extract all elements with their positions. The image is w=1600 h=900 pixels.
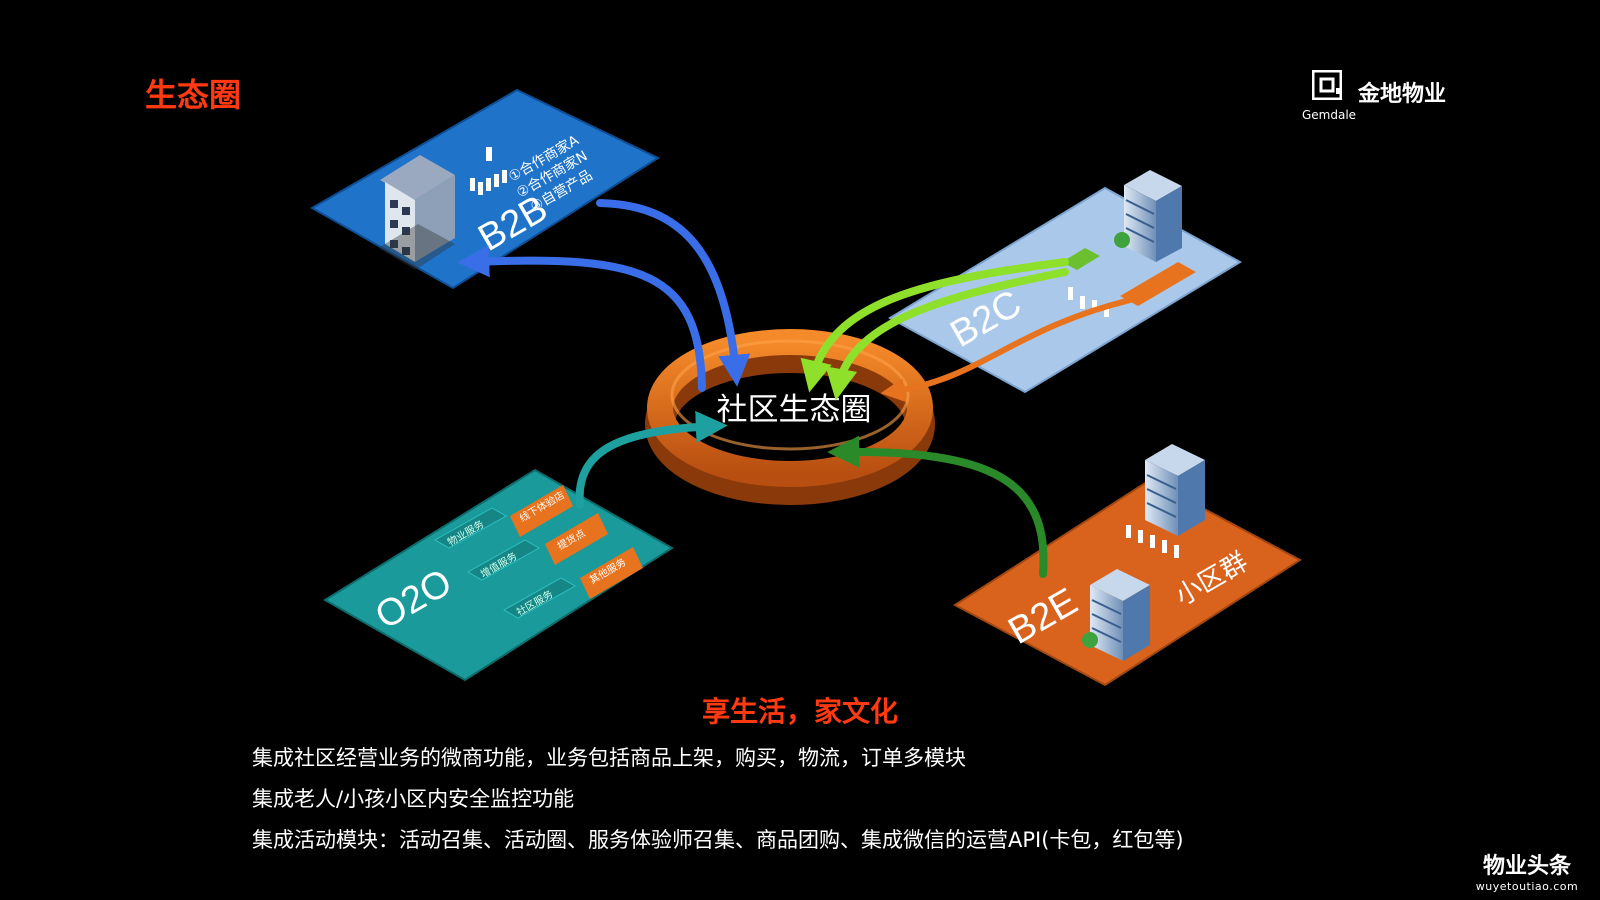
arrow-b2b-to-ring (596, 199, 751, 387)
b2e-platform: B2E 小区群 (953, 444, 1302, 687)
watermark: 物业头条 wuyetoutiao.com (1462, 848, 1592, 893)
feature-line-3: 集成活动模块：活动召集、活动圈、服务体验师召集、商品团购、集成微信的运营API(… (252, 828, 1184, 852)
arrow-b2e-to-ring (827, 435, 1048, 578)
office-building-icon-2 (1145, 444, 1205, 536)
office-building-icon (1114, 170, 1182, 262)
arrow-b2c-to-ring-1 (800, 258, 1069, 393)
gemdale-logo-icon (1312, 70, 1342, 100)
office-building-icon-3 (1082, 569, 1150, 661)
arrow-ring-to-b2b (457, 245, 706, 392)
arrow-b2c-orange (880, 297, 1133, 402)
brand: 金地物业 Gemdale (1302, 70, 1482, 126)
b2e-people-icon (1126, 525, 1179, 558)
arrow-o2o-to-ring (575, 410, 728, 509)
brand-en: Gemdale (1302, 108, 1357, 122)
people-group-icon (470, 147, 507, 195)
b2c-platform: B2C (887, 170, 1243, 394)
center-label: 社区生态圈 (717, 392, 872, 428)
community-ring: 社区生态圈 (645, 329, 935, 505)
feature-line-1: 集成社区经营业务的微商功能，业务包括商品上架，购买，物流，订单多模块 (252, 746, 966, 770)
storefront-sign-icon (1120, 262, 1196, 306)
house-icon (378, 155, 455, 270)
arrow-b2c-to-ring-2 (825, 268, 1069, 401)
slogan: 享生活，家文化 (701, 695, 898, 728)
brand-name: 金地物业 (1358, 82, 1447, 107)
connection-arrows (457, 199, 1133, 578)
page-title: 生态圈 (145, 76, 242, 114)
wechat-shop-icon (1062, 248, 1100, 270)
watermark-cn: 物业头条 (1482, 854, 1571, 879)
o2o-platform: 物业服务 增值服务 社区服务 线下体验店 提货点 其他服务 O2O (323, 468, 674, 682)
feature-line-2: 集成老人/小孩小区内安全监控功能 (252, 787, 575, 811)
b2c-people-icon (1068, 287, 1109, 317)
watermark-en: wuyetoutiao.com (1475, 880, 1579, 893)
